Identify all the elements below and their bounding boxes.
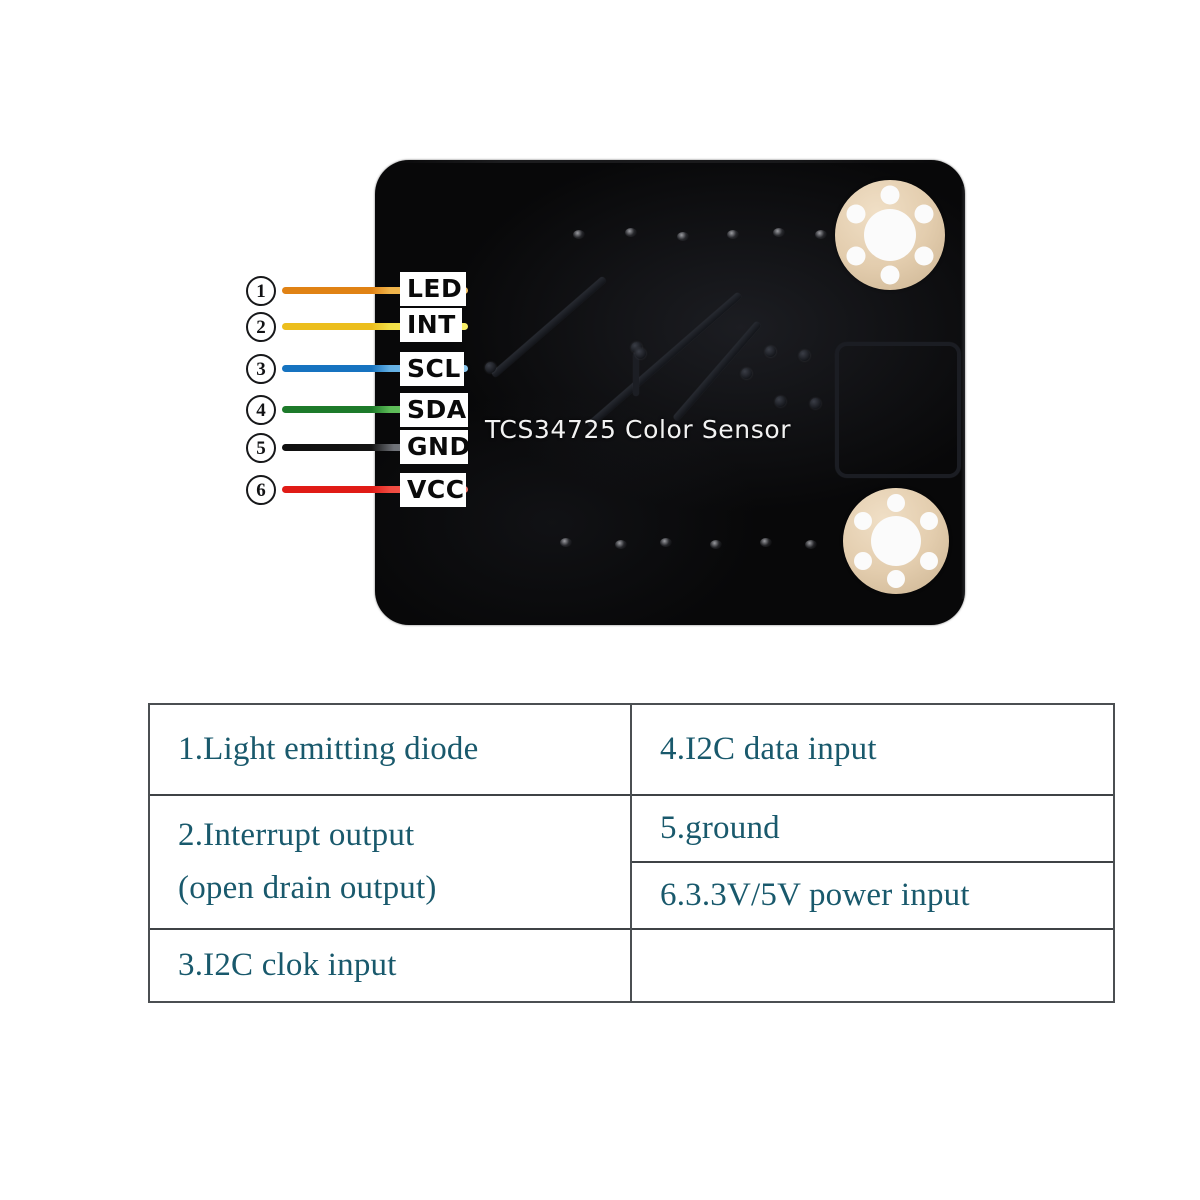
board-silkscreen-title: TCS34725 Color Sensor bbox=[485, 415, 792, 444]
legend-cell-empty bbox=[632, 930, 1113, 1001]
legend-column-right: 4.I2C data input 5.ground 6.3.3V/5V powe… bbox=[632, 705, 1113, 1001]
wire-5-gnd bbox=[282, 444, 468, 451]
mounting-pad-hole-t5 bbox=[846, 246, 866, 266]
legend-column-left: 1.Light emitting diode 2.Interrupt outpu… bbox=[150, 705, 632, 1001]
mounting-pad-hole-b6 bbox=[854, 511, 873, 530]
mounting-pad-hole-b2 bbox=[919, 511, 938, 530]
mounting-pad-hole-b3 bbox=[919, 552, 938, 571]
mounting-pad-hole-b4 bbox=[887, 570, 905, 589]
pin-number-1: 1 bbox=[246, 276, 276, 306]
via-top-3 bbox=[677, 232, 689, 241]
pin-number-3: 3 bbox=[246, 354, 276, 384]
wire-4-sda bbox=[282, 406, 468, 413]
via-bottom-6 bbox=[805, 540, 817, 549]
wire-1-led bbox=[282, 287, 468, 294]
trace-outline-right bbox=[835, 342, 961, 478]
legend-cell-2-line2: (open drain output) bbox=[178, 870, 437, 906]
mounting-pad-hole-t1 bbox=[880, 185, 900, 205]
via-top-2 bbox=[625, 228, 637, 237]
pin-number-4: 4 bbox=[246, 395, 276, 425]
mounting-pad-hole-t4 bbox=[880, 265, 900, 285]
legend-cell-1: 1.Light emitting diode bbox=[150, 705, 630, 796]
mounting-pad-hole-b5 bbox=[854, 552, 873, 571]
via-bottom-3 bbox=[660, 538, 672, 547]
trace-diagonal-1 bbox=[490, 275, 607, 379]
via-bottom-5 bbox=[760, 538, 772, 547]
mounting-pad-hole-b1 bbox=[887, 493, 905, 512]
pin-legend-table: 1.Light emitting diode 2.Interrupt outpu… bbox=[148, 703, 1115, 1003]
trace-vertical-1 bbox=[633, 352, 639, 396]
trace-pad-2 bbox=[631, 342, 642, 353]
pin-number-2: 2 bbox=[246, 312, 276, 342]
via-top-6 bbox=[815, 230, 827, 239]
mounting-hole-center-bottom bbox=[871, 516, 921, 566]
pin-label-scl: SCL bbox=[400, 352, 464, 386]
board-right-edge-highlight bbox=[961, 186, 965, 599]
mounting-pad-hole-t2 bbox=[914, 204, 934, 224]
trace-pad-8 bbox=[810, 398, 821, 409]
legend-cell-4: 4.I2C data input bbox=[632, 705, 1113, 796]
pin-number-5: 5 bbox=[246, 433, 276, 463]
via-top-4 bbox=[727, 230, 739, 239]
pin-label-led: LED bbox=[400, 272, 466, 306]
legend-cell-3: 3.I2C clok input bbox=[178, 947, 397, 983]
via-top-1 bbox=[573, 230, 585, 239]
mounting-hole-center-top bbox=[864, 209, 916, 261]
legend-cell-6: 6.3.3V/5V power input bbox=[632, 863, 1113, 930]
mounting-pad-hole-t6 bbox=[846, 204, 866, 224]
pin-label-gnd: GND bbox=[400, 430, 470, 464]
mounting-pad-hole-t3 bbox=[914, 246, 934, 266]
legend-cell-2: 2.Interrupt output (open drain output) bbox=[150, 796, 630, 930]
pin-number-6: 6 bbox=[246, 475, 276, 505]
board-top-edge-highlight bbox=[375, 160, 965, 163]
mounting-hole-bottom-right bbox=[843, 488, 949, 594]
pin-label-int: INT bbox=[400, 308, 462, 342]
mounting-hole-top-right bbox=[835, 180, 945, 290]
trace-pad-5 bbox=[799, 350, 810, 361]
pin-label-vcc: VCC bbox=[400, 473, 466, 507]
trace-pad-1 bbox=[485, 362, 496, 373]
via-top-5 bbox=[773, 228, 785, 237]
pin-label-sda: SDA bbox=[400, 393, 468, 427]
via-bottom-1 bbox=[560, 538, 572, 547]
via-bottom-4 bbox=[710, 540, 722, 549]
trace-pad-3 bbox=[635, 348, 646, 359]
trace-pad-7 bbox=[775, 396, 786, 407]
legend-cell-2-line1: 2.Interrupt output bbox=[178, 816, 415, 853]
via-bottom-2 bbox=[615, 540, 627, 549]
legend-cell-5: 5.ground bbox=[632, 796, 1113, 863]
trace-pad-4 bbox=[765, 346, 776, 357]
trace-pad-6 bbox=[741, 368, 752, 379]
trace-diagonal-2 bbox=[586, 291, 743, 429]
wire-2-int bbox=[282, 323, 468, 330]
wire-3-scl bbox=[282, 365, 468, 372]
wire-6-vcc bbox=[282, 486, 468, 493]
